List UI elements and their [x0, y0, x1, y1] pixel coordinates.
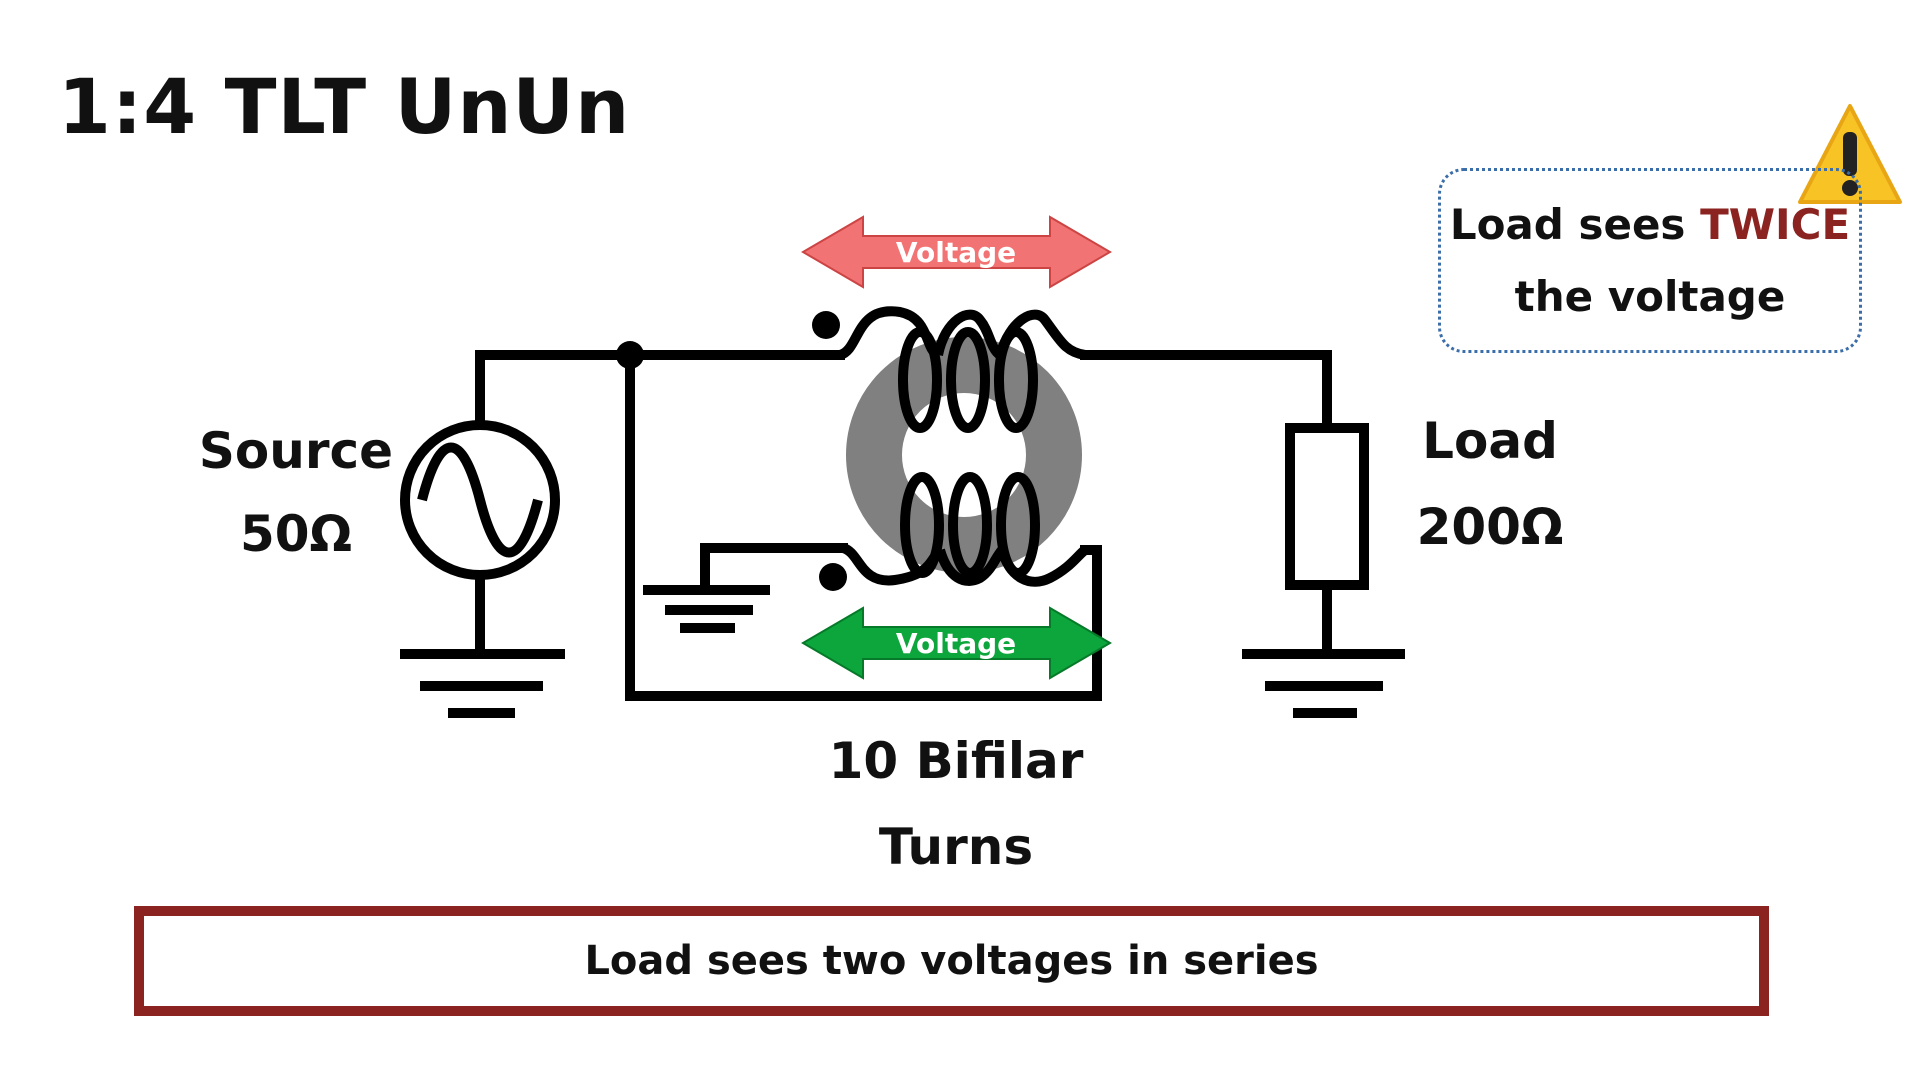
callout-box: Load sees TWICE the voltage — [1438, 168, 1862, 353]
bottom-voltage-label: Voltage — [896, 627, 1016, 660]
top-winding — [837, 306, 1087, 433]
callout-line2: the voltage — [1514, 271, 1786, 321]
callout-line1: Load sees TWICE — [1450, 189, 1850, 261]
load-resistor — [1285, 423, 1369, 590]
source-name: Source — [198, 422, 394, 480]
turns-label-line2: Turns — [878, 818, 1034, 876]
page-title: 1:4 TLT UnUn — [58, 62, 631, 151]
top-voltage-arrow — [801, 215, 1112, 289]
summary-banner: Load sees two voltages in series — [134, 906, 1769, 1016]
junction-dot — [616, 341, 644, 369]
toroid-core — [846, 337, 1082, 573]
sine-wave-icon — [417, 442, 543, 558]
bottom-polarity-dot — [819, 563, 847, 591]
inner-ground-wire — [700, 543, 848, 590]
callout-text: Load sees — [1449, 199, 1701, 249]
loop-wire — [625, 350, 1102, 701]
top-polarity-dot — [812, 311, 840, 339]
load-wire — [1080, 350, 1332, 433]
source-impedance: 50Ω — [239, 505, 353, 563]
bottom-voltage-arrow — [801, 606, 1112, 680]
load-impedance: 200Ω — [1416, 498, 1564, 556]
turns-label-line1: 10 Bifilar — [828, 732, 1084, 790]
callout-emphasis: TWICE — [1700, 199, 1851, 249]
bottom-winding — [841, 472, 1089, 587]
load-name: Load — [1422, 412, 1558, 470]
top-voltage-label: Voltage — [896, 236, 1016, 269]
warning-icon — [1798, 104, 1902, 204]
